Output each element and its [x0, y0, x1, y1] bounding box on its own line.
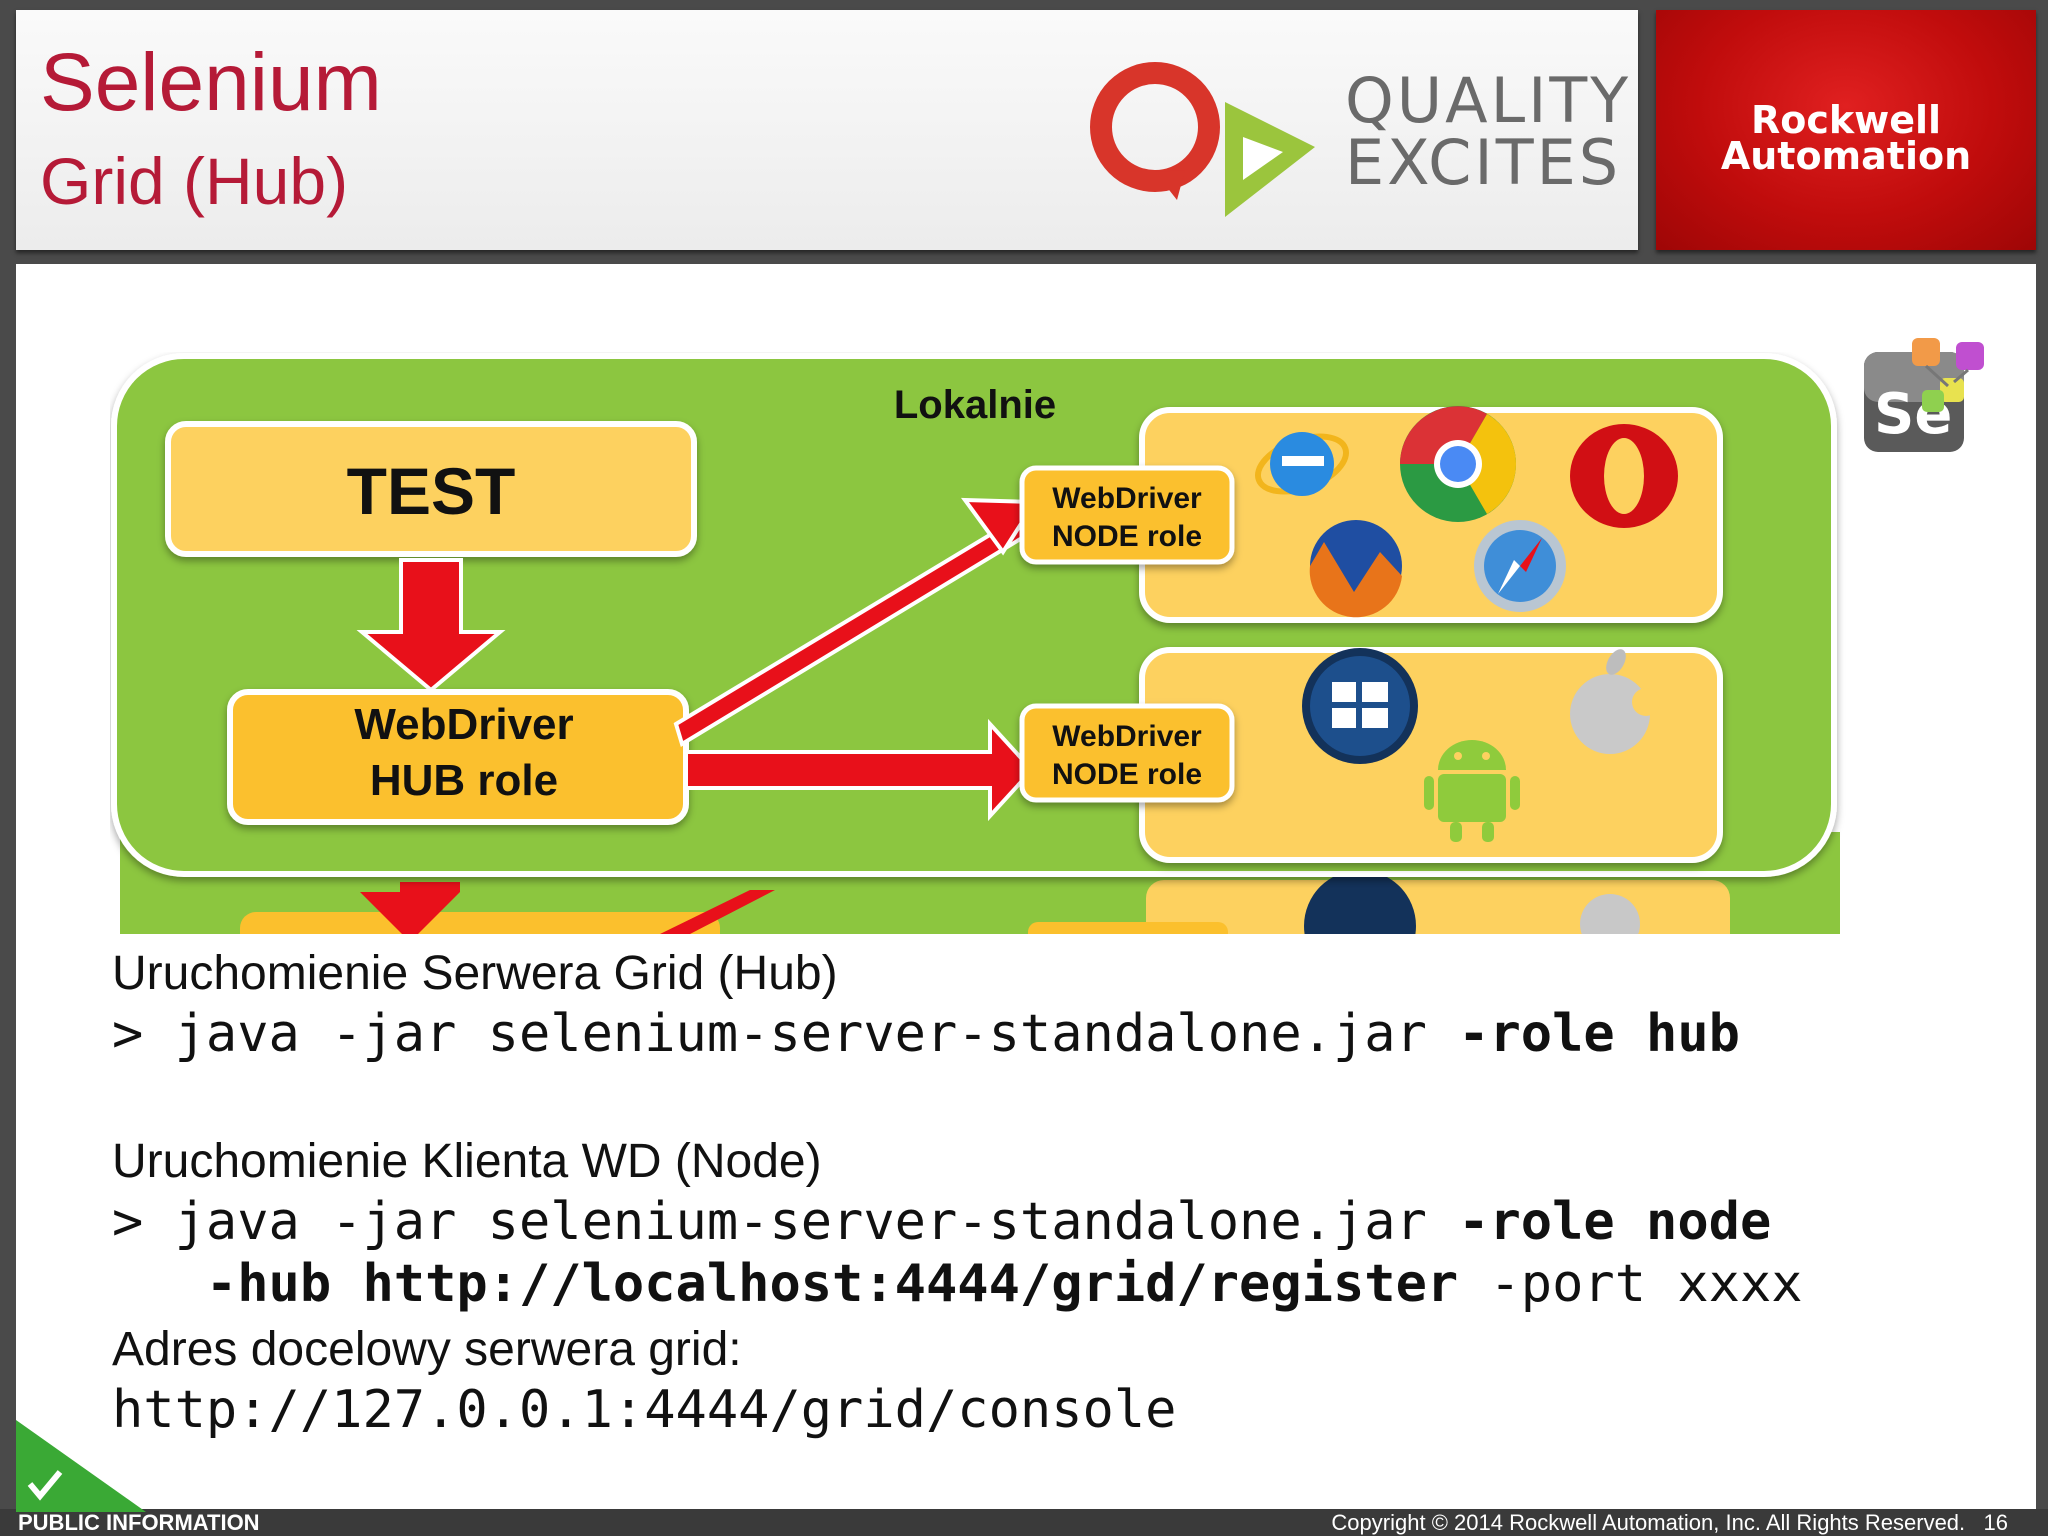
node-command-bold: -role node — [1458, 1192, 1772, 1252]
brand-panel: Rockwell Automation — [1656, 10, 2036, 250]
public-info-check-icon — [16, 1420, 146, 1512]
node-command: > java -jar selenium-server-standalone.j… — [112, 1192, 1771, 1252]
footer-bar — [0, 1509, 2048, 1536]
target-heading: Adres docelowy serwera grid: — [112, 1323, 742, 1376]
arrow-test-to-hub — [356, 558, 506, 693]
arrow-head-node1 — [960, 497, 1039, 556]
brand-logo: Rockwell Automation — [1656, 98, 2036, 178]
title-panel — [16, 10, 1638, 250]
logo-text: QUALITY EXCITES — [1345, 70, 1631, 194]
node-command-continued: -hub http://localhost:4444/grid/register… — [112, 1254, 1803, 1314]
apple-icon-partial — [1580, 894, 1640, 934]
node-role-box-2 — [1019, 703, 1235, 803]
page-number: 16 — [1983, 1510, 2008, 1535]
brand-line1: Rockwell — [1750, 98, 1942, 142]
hub-command: > java -jar selenium-server-standalone.j… — [112, 1004, 1740, 1064]
safari-icon — [1474, 520, 1566, 612]
group-label: Lokalnie — [894, 383, 1056, 427]
node2-line1: WebDriver — [1052, 720, 1202, 753]
lower-node-box — [1146, 880, 1730, 934]
windows-icon-partial — [1304, 870, 1416, 934]
internet-explorer-icon — [1255, 432, 1349, 496]
node1-line1: WebDriver — [1052, 482, 1202, 515]
quality-excites-logo-icon — [1090, 62, 1315, 217]
android-icon — [1424, 740, 1520, 842]
hub-line1: WebDriver — [354, 700, 573, 749]
target-url: http://127.0.0.1:4444/grid/console — [112, 1380, 1177, 1440]
node1-line2: NODE role — [1052, 520, 1202, 553]
hub-heading: Uruchomienie Serwera Grid (Hub) — [112, 947, 838, 1000]
test-label: TEST — [347, 454, 516, 528]
copyright-line: Copyright © 2014 Rockwell Automation, In… — [1331, 1510, 2008, 1536]
arrow-hub-to-node2 — [684, 718, 1035, 822]
firefox-icon — [1309, 520, 1402, 618]
node-heading: Uruchomienie Klienta WD (Node) — [112, 1135, 822, 1188]
node2-line2: NODE role — [1052, 758, 1202, 791]
node-command-plain: > java -jar selenium-server-standalone.j… — [112, 1192, 1459, 1252]
test-box — [165, 421, 697, 557]
slide-title: Selenium — [40, 37, 382, 128]
grid-diagram: Lokalnie TEST WebDriver HUB role WebDriv… — [111, 353, 1840, 934]
chrome-icon — [1400, 406, 1516, 522]
classification-label: PUBLIC INFORMATION — [18, 1510, 260, 1535]
hub-line2: HUB role — [370, 756, 558, 805]
copyright-text: Copyright © 2014 Rockwell Automation, In… — [1331, 1510, 1966, 1535]
apple-icon — [1570, 649, 1660, 754]
hub-command-bold: -role hub — [1458, 1004, 1740, 1064]
slide-subtitle: Grid (Hub) — [40, 144, 349, 218]
lower-arrow-down — [360, 882, 460, 934]
lower-box — [240, 912, 720, 934]
lower-arrow-diag — [660, 890, 775, 934]
lower-node-role — [1028, 922, 1228, 934]
node-role-box-1 — [1019, 465, 1235, 565]
node-hub-url: -hub http://localhost:4444/grid/register — [112, 1254, 1459, 1314]
hub-command-plain: > java -jar selenium-server-standalone.j… — [112, 1004, 1459, 1064]
logo-text-line1: QUALITY — [1345, 64, 1632, 137]
selenium-logo-icon: Se — [1864, 338, 1984, 452]
windows-icon — [1302, 648, 1418, 764]
opera-icon — [1570, 424, 1678, 528]
logo-text-line2: EXCITES — [1345, 126, 1622, 199]
node-port: -port xxxx — [1458, 1254, 1803, 1314]
brand-line2: Automation — [1720, 134, 1972, 178]
